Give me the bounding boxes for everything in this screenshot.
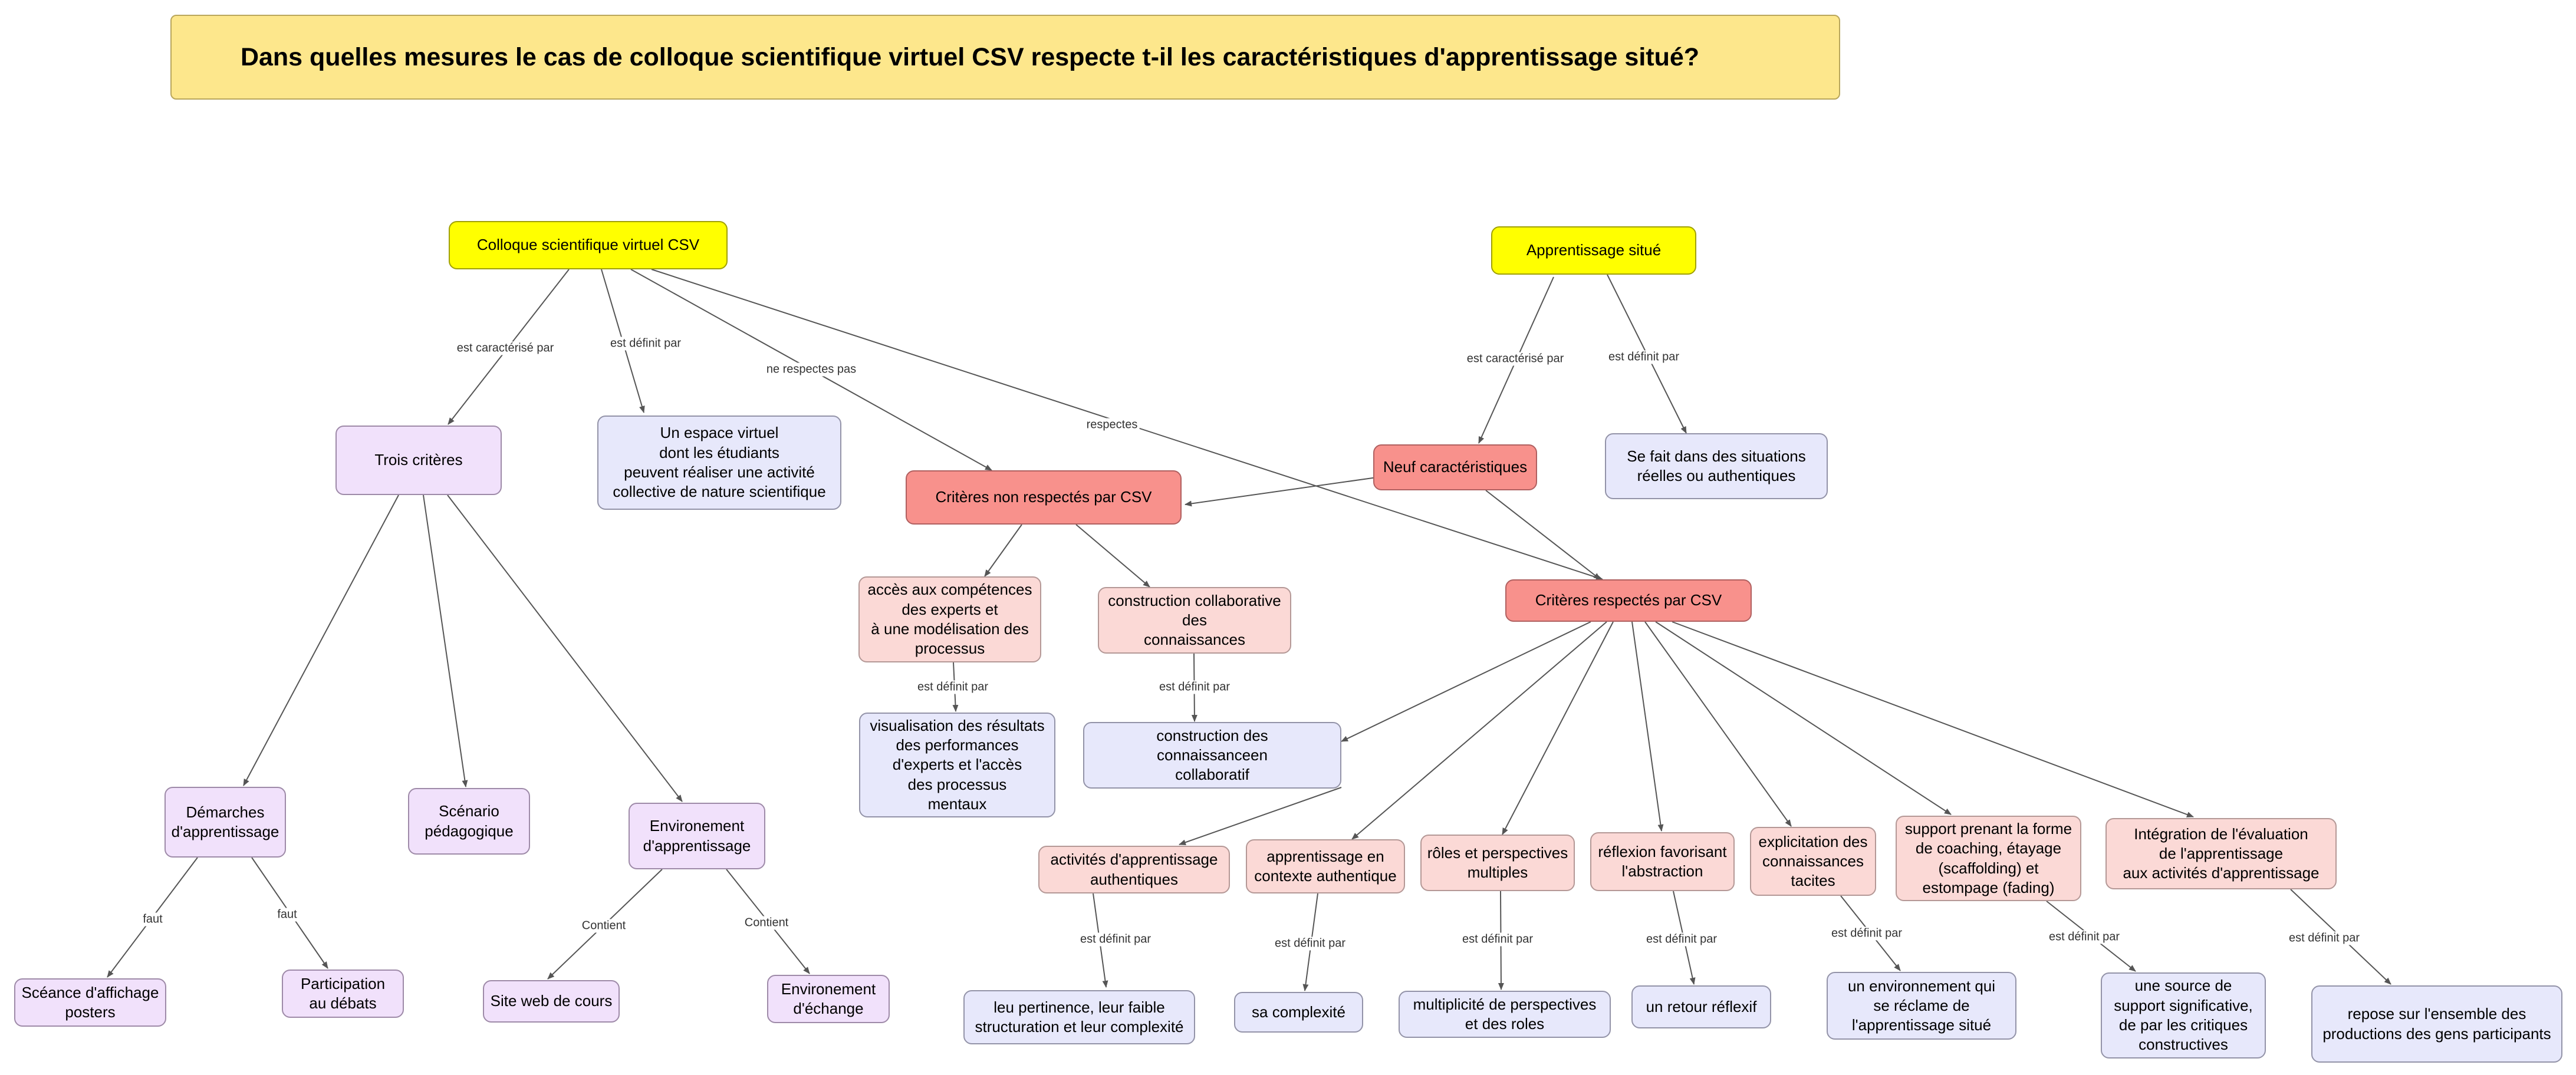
node-explicitation-connaissances[interactable]: explicitation des connaissances tacites	[1750, 827, 1876, 896]
link-label-est-caracterise-par: est caractérisé par	[455, 341, 556, 355]
connector-edge	[447, 494, 683, 802]
connector-edge	[1485, 490, 1601, 580]
node-visualisation-resultats[interactable]: visualisation des résultats des performa…	[859, 713, 1055, 817]
node-situations-reelles[interactable]: Se fait dans des situations réelles ou a…	[1605, 433, 1828, 499]
node-integration-evaluation[interactable]: Intégration de l'évaluation de l'apprent…	[2105, 818, 2337, 889]
node-apprentissage-contexte[interactable]: apprentissage en contexte authentique	[1246, 839, 1405, 893]
link-label-est-definit-par: est définit par	[1272, 936, 1348, 951]
connector-edge	[1185, 477, 1377, 507]
link-label-est-definit-par: est définit par	[1078, 932, 1153, 947]
node-environement-echange[interactable]: Environement d'échange	[767, 975, 890, 1023]
link-label-contient: Contient	[580, 919, 628, 933]
diagram-title: Dans quelles mesures le cas de colloque …	[170, 15, 1840, 100]
node-repose-productions[interactable]: repose sur l'ensemble des productions de…	[2311, 985, 2562, 1063]
link-label-est-definit-par: est définit par	[1829, 926, 1904, 941]
connector-edge	[1672, 621, 2194, 817]
node-acces-competences[interactable]: accès aux compétences des experts et à u…	[858, 576, 1041, 662]
connector-edge	[1502, 621, 1614, 835]
link-label-est-caracterise-par: est caractérisé par	[1465, 352, 1566, 366]
node-neuf-caracteristiques[interactable]: Neuf caractéristiques	[1373, 444, 1537, 490]
link-label-est-definit-par: est définit par	[1644, 932, 1719, 947]
node-environnement-situe[interactable]: un environnement qui se réclame de l'app…	[1827, 972, 2016, 1040]
node-colloque-csv[interactable]: Colloque scientifique virtuel CSV	[449, 221, 728, 269]
link-label-est-definit-par: est définit par	[1606, 350, 1682, 364]
node-retour-reflexif[interactable]: un retour réflexif	[1631, 985, 1771, 1028]
node-environement-apprentissage[interactable]: Environement d'apprentissage	[629, 803, 765, 869]
node-source-support[interactable]: une source de support significative, de …	[2101, 972, 2266, 1058]
link-label-contient: Contient	[742, 916, 791, 930]
connector-edge	[1179, 787, 1342, 846]
link-label-est-definit-par: est définit par	[1157, 680, 1232, 694]
link-label-ne-respectes-pas: ne respectes pas	[764, 362, 858, 377]
connector-edge	[984, 524, 1022, 577]
node-scenario-pedagogique[interactable]: Scénario pédagogique	[408, 788, 530, 855]
node-multiplicite-perspectives[interactable]: multiplicité de perspectives et des role…	[1399, 991, 1611, 1038]
connector-edge	[423, 494, 468, 787]
node-pertinence-structuration[interactable]: leu pertinence, leur faible structuratio…	[963, 990, 1195, 1044]
link-label-respectes: respectes	[1084, 418, 1140, 432]
link-label-est-definit-par: est définit par	[915, 680, 991, 694]
link-label-est-definit-par: est définit par	[1460, 932, 1535, 947]
node-reflexion-abstraction[interactable]: réflexion favorisant l'abstraction	[1590, 832, 1735, 891]
node-criteres-non-respectes[interactable]: Critères non respectés par CSV	[906, 470, 1182, 525]
link-label-est-definit-par: est définit par	[2047, 930, 2122, 944]
node-apprentissage-situe[interactable]: Apprentissage situé	[1491, 226, 1696, 275]
link-label-faut: faut	[141, 912, 165, 926]
connector-edge	[1644, 621, 1792, 827]
connector-edge	[1351, 621, 1607, 840]
node-construction-collaborative[interactable]: construction collaborative des connaissa…	[1098, 587, 1291, 654]
connector-edge	[1341, 621, 1591, 742]
node-seance-affichage[interactable]: Scéance d'affichage posters	[14, 978, 166, 1027]
node-participation-debats[interactable]: Participation au débats	[282, 970, 404, 1018]
connector-edge	[1655, 621, 1952, 815]
node-roles-perspectives[interactable]: rôles et perspectives multiples	[1420, 835, 1575, 891]
connector-edge	[1075, 524, 1150, 588]
link-label-est-definit-par: est définit par	[2287, 931, 2362, 945]
link-label-est-definit-par: est définit par	[608, 337, 683, 351]
node-criteres-respectes[interactable]: Critères respectés par CSV	[1505, 579, 1752, 622]
connector-edge	[1631, 621, 1664, 832]
node-construction-connaissances[interactable]: construction des connaissanceen collabor…	[1083, 722, 1341, 789]
node-trois-criteres[interactable]: Trois critères	[335, 426, 502, 495]
node-demarches-apprentissage[interactable]: Démarches d'apprentissage	[165, 787, 286, 858]
connector-edge	[243, 494, 399, 786]
node-site-web-cours[interactable]: Site web de cours	[483, 980, 620, 1023]
node-espace-virtuel[interactable]: Un espace virtuel dont les étudiants peu…	[597, 416, 841, 510]
node-support-coaching[interactable]: support prenant la forme de coaching, ét…	[1896, 816, 2081, 901]
node-sa-complexite[interactable]: sa complexité	[1234, 992, 1363, 1033]
node-activites-authentiques[interactable]: activités d'apprentissage authentiques	[1038, 846, 1230, 893]
link-label-faut: faut	[275, 908, 299, 922]
